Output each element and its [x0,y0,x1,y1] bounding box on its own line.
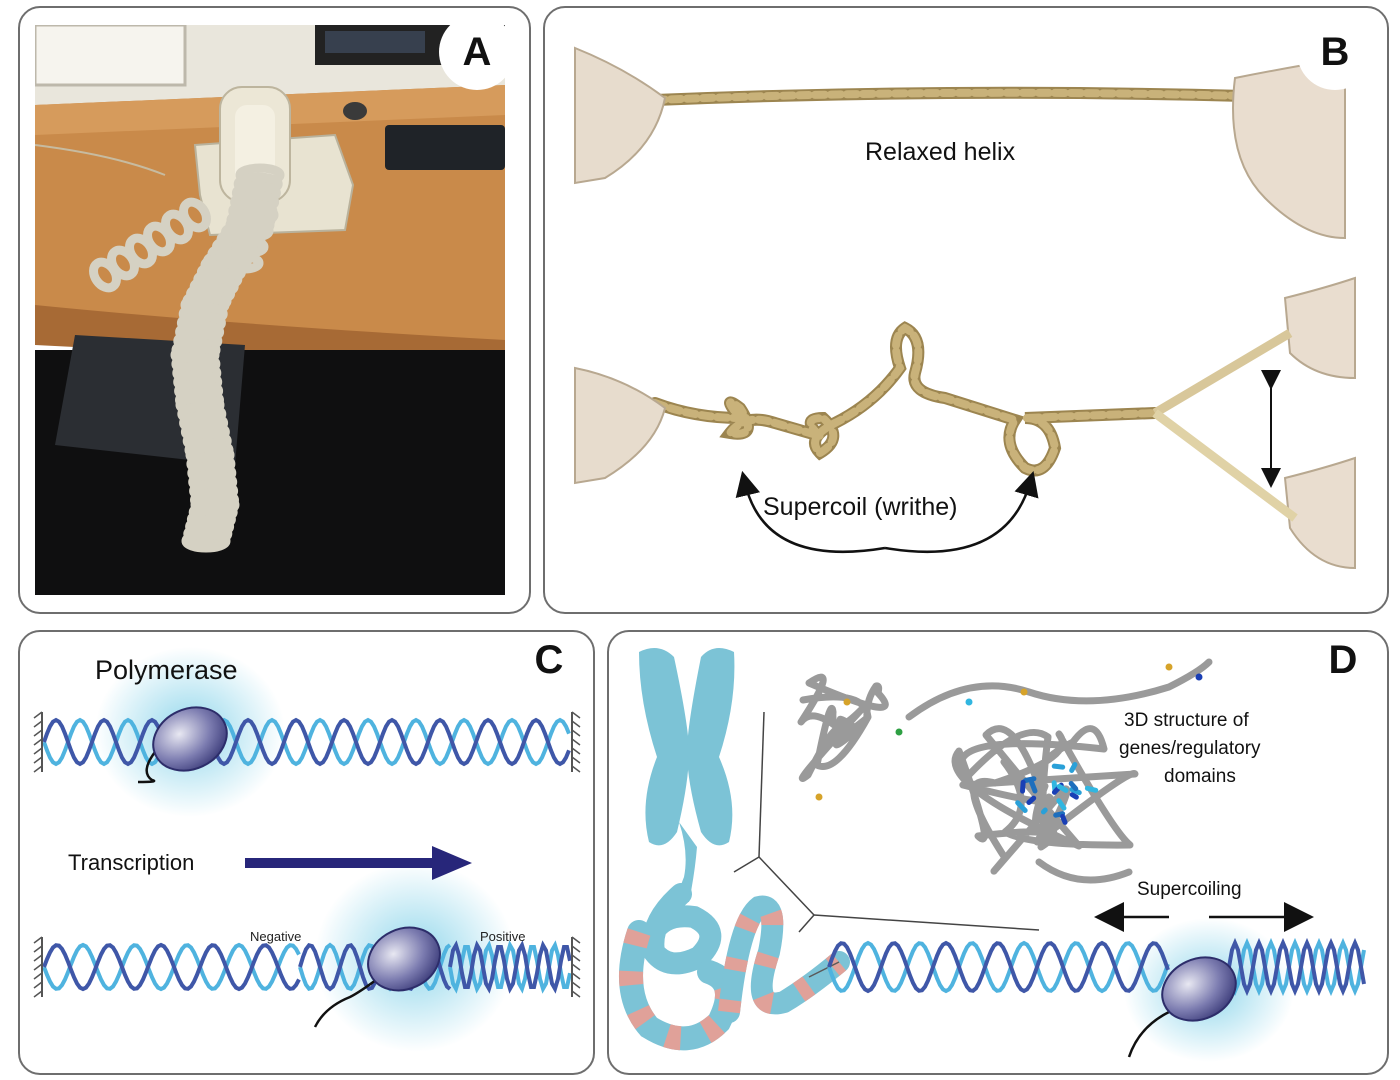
panel-b: Relaxed helix Supercoil (writhe) B [543,6,1389,614]
panel-d: 3D structure of genes/regulatory domains… [607,630,1389,1075]
phone-cord-photo [35,25,505,595]
transcription-label: Transcription [68,850,194,875]
panel-letter-b: B [1297,14,1373,90]
relaxed-helix-label: Relaxed helix [865,138,1016,166]
negative-label: Negative [250,929,301,944]
chromatin-diagram: 3D structure of genes/regulatory domains… [619,648,1366,1062]
structure-label-line3: domains [1164,766,1236,787]
structure-label-line1: 3D structure of [1124,710,1249,731]
panel-letter-d: D [1311,632,1375,692]
panel-c: Polymerase Transcription Negative Positi… [18,630,595,1075]
supercoiling-label: Supercoiling [1137,879,1242,900]
panel-letter-c: C [517,632,581,692]
transcription-diagram: Polymerase Transcription Negative Positi… [33,647,581,1052]
panel-letter-a: A [439,14,515,90]
structure-label-line2: genes/regulatory [1119,738,1261,759]
panel-a: A [18,6,531,614]
rope-illustration: Relaxed helix Supercoil (writhe) [574,46,1356,570]
positive-label: Positive [480,929,526,944]
supercoil-label: Supercoil (writhe) [763,493,958,521]
polymerase-label: Polymerase [95,655,238,685]
